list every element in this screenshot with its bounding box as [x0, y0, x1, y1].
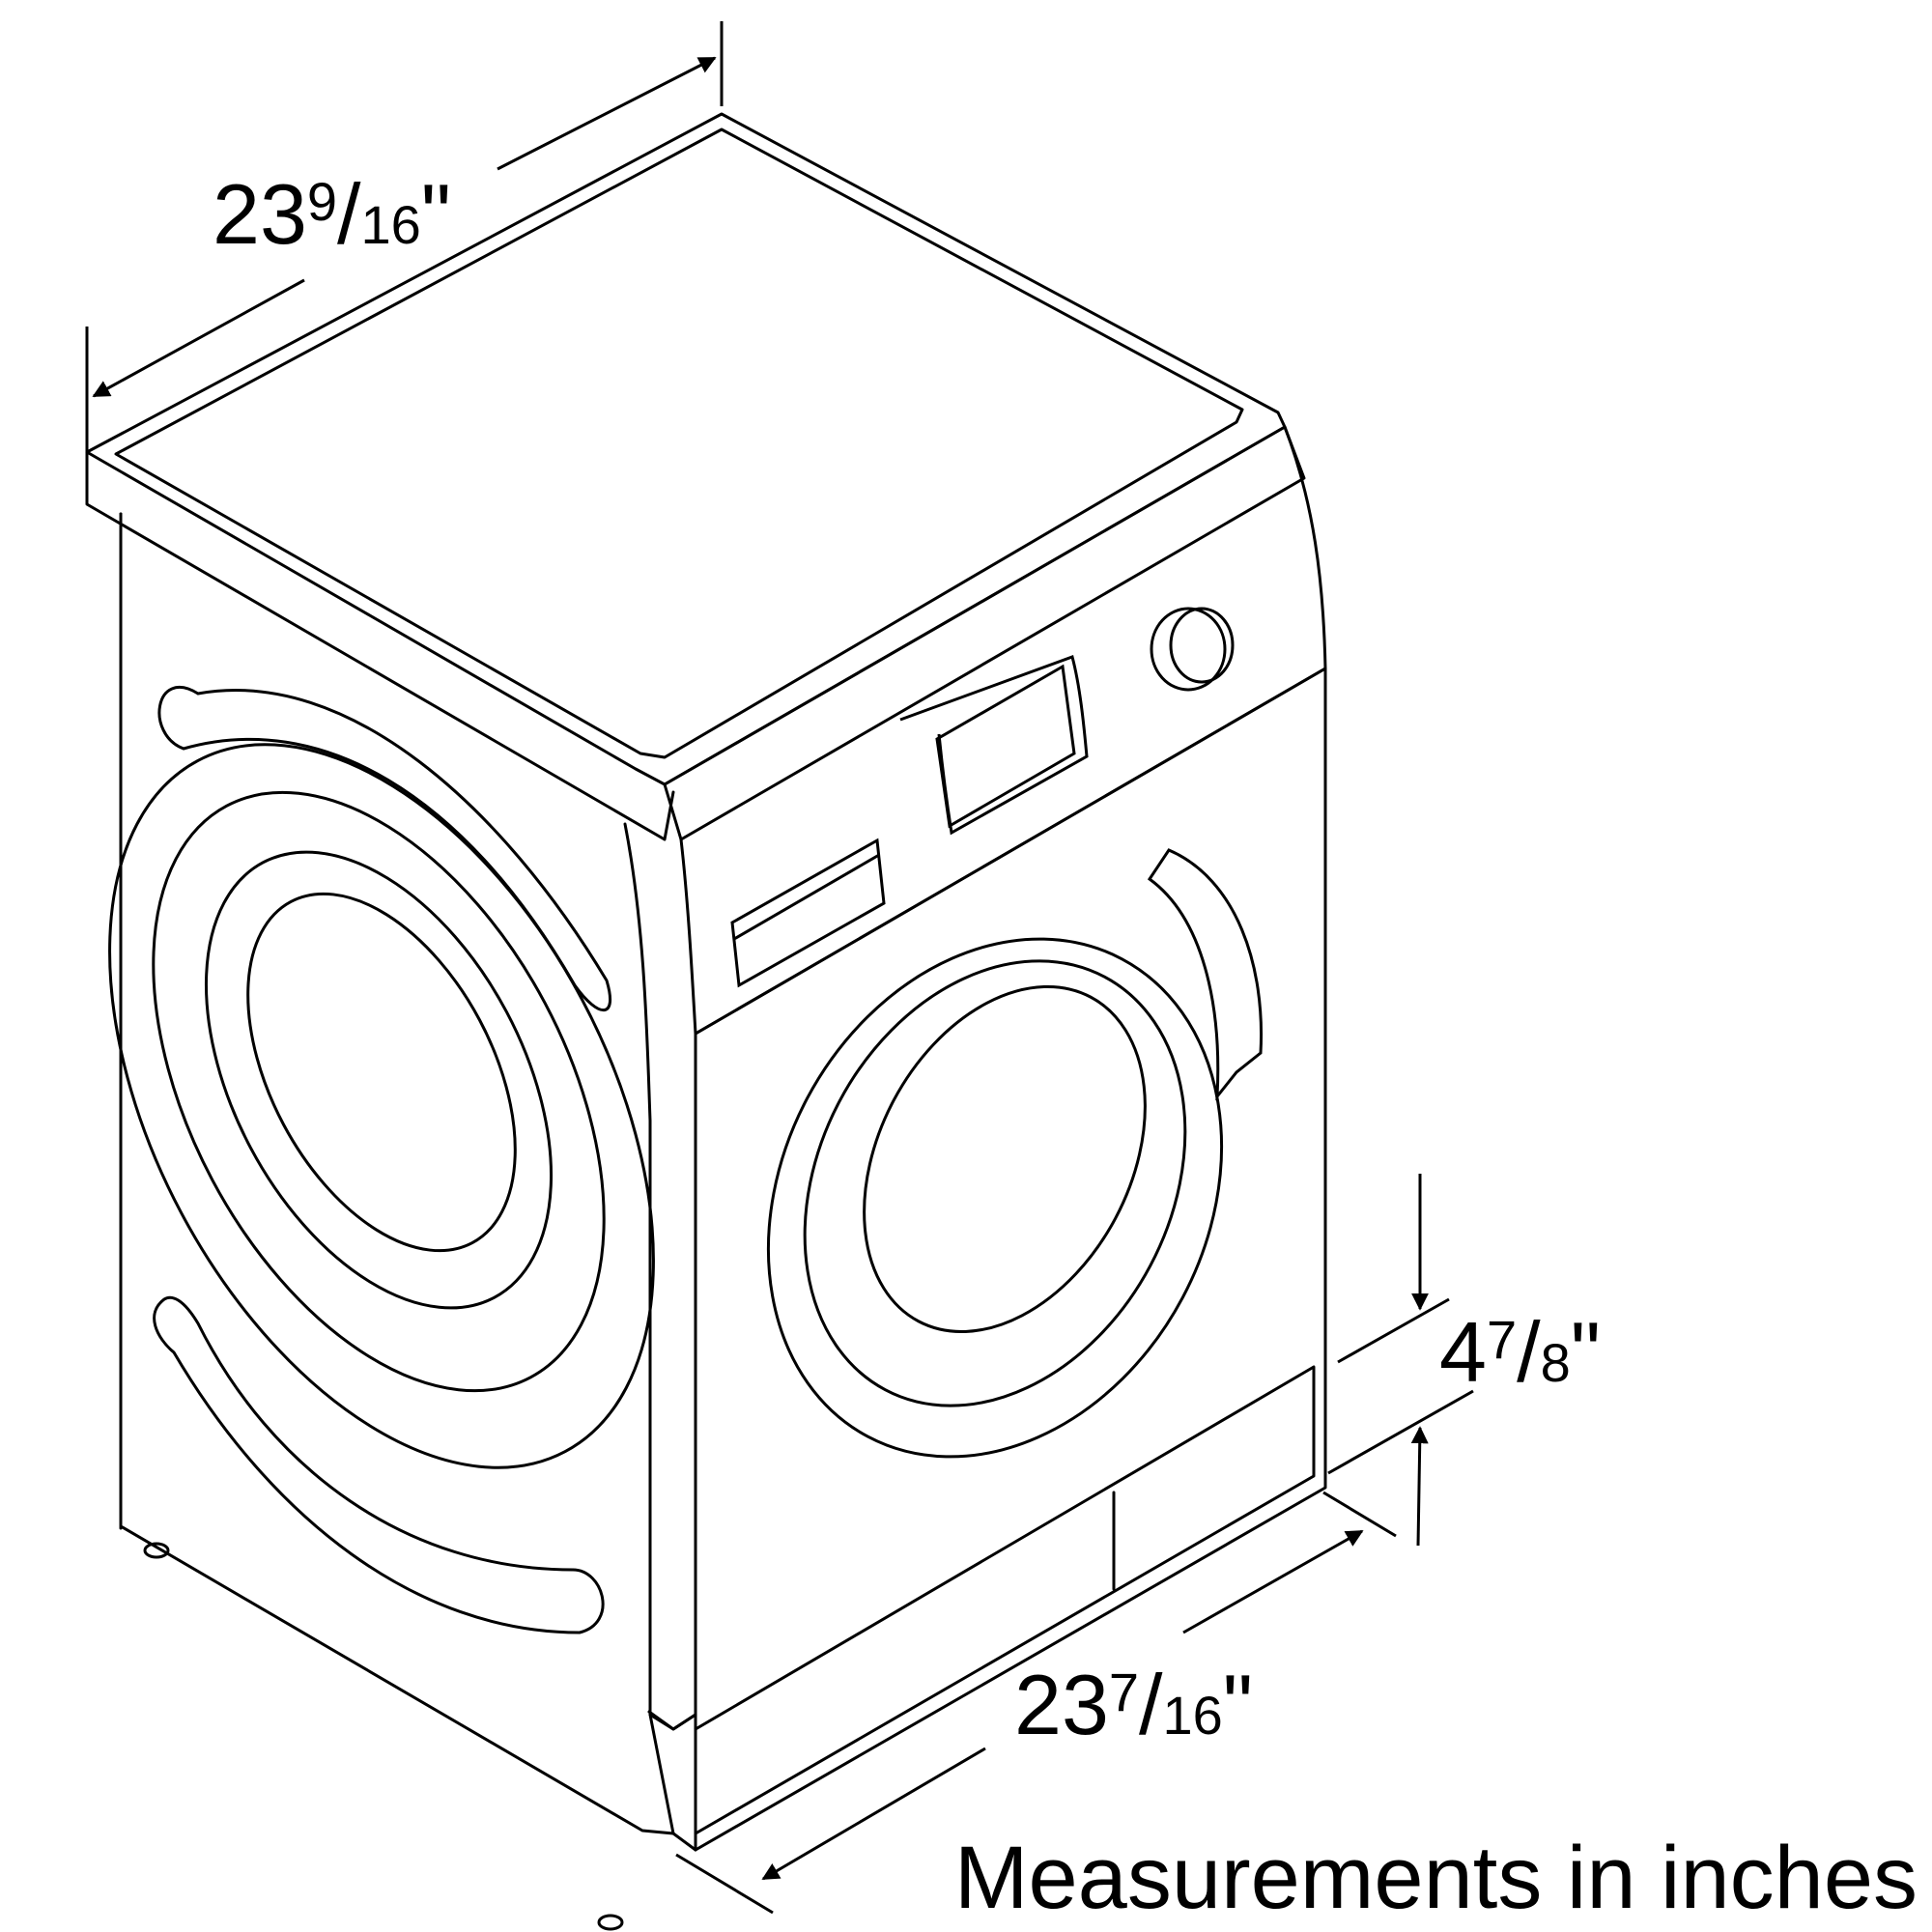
depth-arrow-right — [1182, 1529, 1364, 1634]
door-top-groove — [157, 685, 612, 1012]
top-front-edge — [85, 450, 675, 841]
depth-dimension — [675, 1491, 1397, 1915]
front-door — [108, 685, 655, 1634]
toe-kick-arrow-bottom — [1410, 1426, 1429, 1547]
depth-label: 237/16" — [1014, 1657, 1253, 1752]
right-foot — [597, 1914, 624, 1931]
front-corner-edge — [623, 822, 697, 1731]
depth-ext-left — [675, 1853, 774, 1915]
program-knob-face — [1169, 607, 1235, 684]
control-panel — [663, 425, 1306, 841]
depth-ext-right — [1322, 1491, 1397, 1538]
front-face — [119, 512, 675, 1835]
door-inner-ring — [204, 850, 554, 1310]
door-glass — [246, 892, 517, 1253]
measurements-caption: Measurements in inches — [954, 1829, 1918, 1927]
program-knob-icon — [1150, 607, 1227, 692]
porthole-inner — [863, 984, 1147, 1334]
drawer-handle — [733, 853, 880, 941]
porthole-outer — [766, 937, 1224, 1459]
left-foot — [143, 1542, 170, 1559]
side-kickplate — [694, 1365, 1316, 1835]
width-label: 239/16" — [213, 166, 451, 262]
width-arrow-left — [92, 278, 305, 398]
toe-kick-label: 47/8" — [1439, 1304, 1601, 1400]
door-handle — [1147, 848, 1264, 1101]
side-bottom — [671, 1832, 697, 1852]
detergent-drawer — [730, 838, 886, 988]
top-panel-inset — [114, 128, 1244, 759]
side-porthole — [766, 848, 1264, 1459]
depth-arrow-left — [761, 1747, 986, 1881]
porthole-middle — [803, 959, 1187, 1407]
door-outer-ring — [108, 743, 655, 1469]
display-screen — [935, 664, 1076, 829]
toe-kick-ext-bottom — [1327, 1389, 1474, 1475]
width-dimension — [85, 21, 724, 452]
door-middle-ring — [152, 790, 606, 1393]
side-face — [694, 667, 1327, 1852]
front-corner-seam — [647, 1710, 697, 1731]
toe-kick-dimension — [1327, 1174, 1474, 1547]
toe-kick-ext-top — [1337, 1297, 1450, 1364]
width-arrow-right — [497, 56, 717, 171]
washer-body — [85, 112, 1327, 1931]
controls — [730, 607, 1235, 988]
door-bottom-groove — [153, 1295, 605, 1634]
display-panel — [899, 655, 1089, 836]
